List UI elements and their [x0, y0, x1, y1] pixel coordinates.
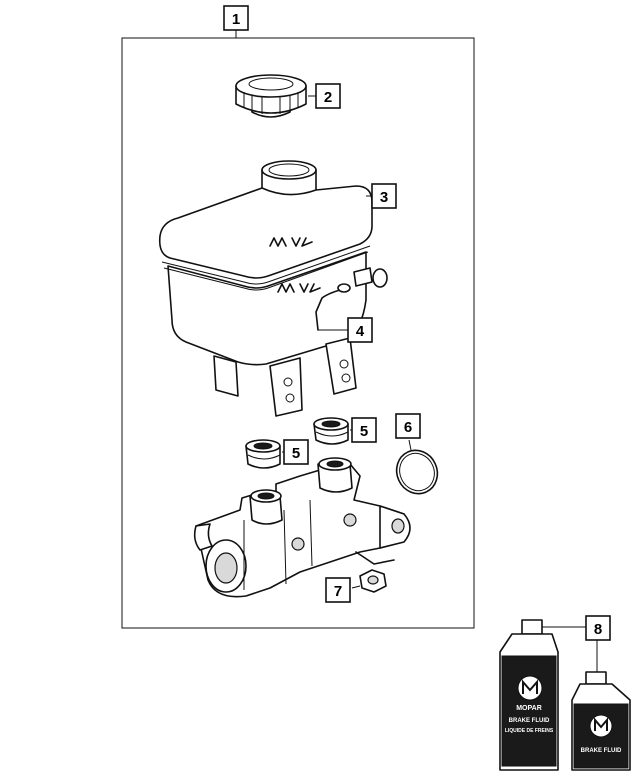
callout-4-number: 4 — [356, 323, 365, 340]
bottle-small-product: BRAKE FLUID — [581, 748, 622, 754]
callout-3-number: 3 — [380, 189, 388, 206]
callout-3: 3 — [371, 183, 397, 209]
brake-fluid-reservoir — [158, 160, 388, 417]
fluid-level-sensor — [315, 283, 351, 331]
callout-5b-number: 5 — [292, 445, 300, 462]
callout-1: 1 — [223, 5, 249, 31]
bottle-product: BRAKE FLUID — [509, 718, 550, 724]
assembly-frame — [121, 37, 475, 629]
callout-7-number: 7 — [334, 583, 342, 600]
callout-8: 8 — [585, 615, 611, 641]
callout-2-number: 2 — [324, 89, 332, 106]
reservoir-cap — [235, 74, 307, 118]
callout-1-number: 1 — [232, 11, 240, 28]
callout-8-number: 8 — [594, 621, 602, 638]
brake-fluid-bottle-small: BRAKE FLUID — [571, 671, 631, 771]
o-ring — [395, 449, 439, 495]
grommet-right — [313, 417, 349, 445]
callout-5a: 5 — [351, 417, 377, 443]
callout-6-number: 6 — [404, 419, 412, 436]
callout-5b: 5 — [283, 439, 309, 465]
callout-5a-number: 5 — [360, 423, 368, 440]
brake-fluid-bottle-large: MOPAR BRAKE FLUID LIQUIDE DE FREINS — [499, 619, 559, 771]
master-cylinder — [193, 457, 411, 598]
mounting-nut — [359, 569, 387, 593]
leader-6 — [408, 439, 412, 451]
callout-6: 6 — [395, 413, 421, 439]
grommet-left — [245, 439, 281, 469]
bottle-product-fr: LIQUIDE DE FREINS — [505, 728, 554, 734]
callout-2: 2 — [315, 83, 341, 109]
leader-7 — [351, 585, 361, 589]
callout-7: 7 — [325, 577, 351, 603]
callout-4: 4 — [347, 317, 373, 343]
bottle-brand: MOPAR — [516, 705, 542, 712]
